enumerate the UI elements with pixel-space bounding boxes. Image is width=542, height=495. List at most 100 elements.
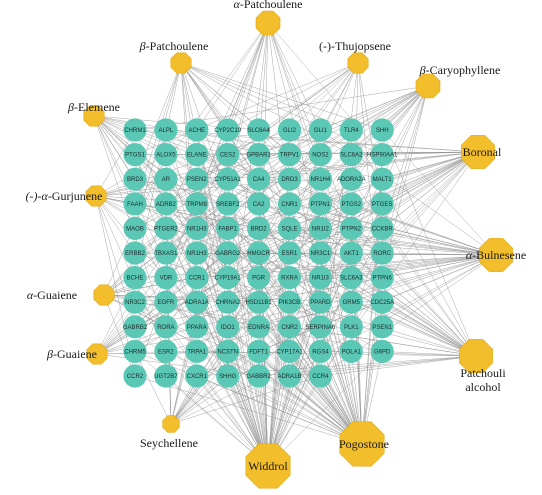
target-node-adra1b[interactable]: ADRA1B	[277, 364, 302, 388]
compound-node-boronal[interactable]: Boronal	[461, 135, 502, 169]
target-node-cdc25a[interactable]: CDC25A	[370, 290, 394, 314]
compound-node-gurjunene[interactable]: (-)-α-Gurjunene	[26, 185, 107, 207]
target-node-plk1[interactable]: PLK1	[339, 315, 363, 339]
target-node-shhg[interactable]: SHHG	[216, 364, 240, 388]
target-node-hsd11b1[interactable]: HSD11B1	[245, 290, 272, 314]
target-node-cyp2c19[interactable]: CYP2C19	[214, 118, 242, 142]
target-node-pgr[interactable]: PGR	[247, 266, 271, 290]
target-node-tlr4[interactable]: TLR4	[339, 118, 363, 142]
target-node-gli2[interactable]: GLI2	[277, 118, 302, 142]
target-node-alox5[interactable]: ALOX5	[154, 143, 178, 167]
target-node-cckbr[interactable]: CCKBR	[370, 216, 394, 240]
compound-node-elemene[interactable]: β-Elemene	[67, 100, 120, 127]
target-node-chrm5[interactable]: CHRM5	[123, 339, 147, 363]
target-node-elane[interactable]: ELANE	[185, 143, 209, 167]
compound-node-seychellene[interactable]: Seychellene	[140, 415, 198, 450]
target-node-slc6a3[interactable]: SLC6A3	[339, 266, 363, 290]
target-node-nr1h3[interactable]: NR1H3	[185, 216, 209, 240]
target-node-gli1[interactable]: GLI1	[308, 118, 332, 142]
target-node-gabrg2[interactable]: GABRG2	[215, 241, 241, 265]
target-node-ugt2b7[interactable]: UGT2B7	[154, 364, 178, 388]
target-node-ca2[interactable]: CA2	[247, 192, 271, 216]
target-node-ces2[interactable]: CES2	[216, 143, 240, 167]
target-node-ache[interactable]: ACHE	[185, 118, 209, 142]
target-node-ptgs1[interactable]: PTGS1	[123, 143, 147, 167]
target-node-ar[interactable]: AR	[154, 167, 178, 191]
target-node-ptpn6[interactable]: PTPN6	[370, 266, 394, 290]
target-node-serpina6[interactable]: SERPINA6	[306, 315, 336, 339]
target-node-g6pd[interactable]: G6PD	[370, 339, 394, 363]
target-node-esr2[interactable]: ESR2	[154, 339, 178, 363]
target-node-drd3[interactable]: DRD3	[277, 167, 302, 191]
target-node-ptpn1[interactable]: PTPN1	[308, 192, 332, 216]
compound-node-widdrol[interactable]: Widdrol	[245, 443, 291, 489]
target-node-rxra[interactable]: RXRA	[277, 266, 302, 290]
target-node-psen1[interactable]: PSEN1	[370, 315, 394, 339]
target-node-adora2a[interactable]: ADORA2A	[337, 167, 366, 191]
target-node-fdft1[interactable]: FDFT1	[247, 339, 271, 363]
target-node-gpbar1[interactable]: GPBAR1	[246, 143, 271, 167]
target-node-malt1[interactable]: MALT1	[370, 167, 394, 191]
target-node-cyp51a1[interactable]: CYP51A1	[215, 167, 242, 191]
target-node-cyp17a1[interactable]: CYP17A1	[276, 339, 303, 363]
target-node-gabrb2[interactable]: GABRB2	[123, 315, 148, 339]
target-node-fabp1[interactable]: FABP1	[216, 216, 240, 240]
target-node-ncstn[interactable]: NCSTN	[216, 339, 240, 363]
target-node-nr3c1[interactable]: NR3C1	[308, 241, 332, 265]
target-node-akt1[interactable]: AKT1	[339, 241, 363, 265]
target-node-nos2[interactable]: NOS2	[308, 143, 332, 167]
target-node-slc6a4[interactable]: SLC6A4	[247, 118, 270, 142]
target-node-trpm8[interactable]: TRPM8	[185, 192, 209, 216]
target-node-brd2[interactable]: BRD2	[247, 216, 271, 240]
target-node-ppara[interactable]: PPARA	[185, 315, 209, 339]
target-node-ccr2[interactable]: CCR2	[123, 364, 147, 388]
target-node-pola1[interactable]: POLA1	[339, 339, 363, 363]
compound-node-patchoulene-alpha[interactable]: α-Patchoulene	[234, 0, 303, 36]
target-node-ca4[interactable]: CA4	[247, 167, 271, 191]
target-node-adra1a[interactable]: ADRA1A	[185, 290, 209, 314]
target-node-cnr2[interactable]: CNR2	[277, 315, 302, 339]
target-node-ptpn2[interactable]: PTPN2	[339, 216, 363, 240]
target-node-nr1h4[interactable]: NR1H4	[308, 167, 332, 191]
compound-node-caryophyllene[interactable]: β-Caryophyllene	[415, 63, 500, 99]
compound-node-bulnesene[interactable]: α-Bulnesene	[466, 238, 526, 272]
target-node-erbb2[interactable]: ERBB2	[123, 241, 147, 265]
target-node-nr3c2[interactable]: NR3C2	[123, 290, 147, 314]
target-node-ptges[interactable]: PTGES	[370, 192, 394, 216]
target-node-cxcr1[interactable]: CXCR1	[185, 364, 209, 388]
target-node-ccr4[interactable]: CCR4	[308, 364, 332, 388]
target-node-ptger2[interactable]: PTGER2	[154, 216, 179, 240]
target-node-rorc[interactable]: RORC	[370, 241, 394, 265]
target-node-tbxas1[interactable]: TBXAS1	[154, 241, 178, 265]
target-node-ppard[interactable]: PPARD	[308, 290, 332, 314]
target-node-vdr[interactable]: VDR	[154, 266, 178, 290]
target-node-grm5[interactable]: GRM5	[339, 290, 363, 314]
target-node-maob[interactable]: MAOB	[123, 216, 147, 240]
target-node-sqle[interactable]: SQLE	[277, 216, 302, 240]
target-node-egfr[interactable]: EGFR	[154, 290, 178, 314]
target-node-nr1i3[interactable]: NR1I3	[308, 266, 332, 290]
target-node-slc6a2[interactable]: SLC6A2	[339, 143, 363, 167]
compound-node-guaiene-beta[interactable]: β-Guaiene	[46, 343, 108, 365]
compound-node-thujopsene[interactable]: (-)-Thujopsene	[319, 39, 391, 74]
target-node-hsp90aa1[interactable]: HSP90AA1	[367, 143, 398, 167]
target-node-gabbr2[interactable]: GABBR2	[246, 364, 271, 388]
target-node-brd3[interactable]: BRD3	[123, 167, 147, 191]
target-node-ptgs2[interactable]: PTGS2	[339, 192, 363, 216]
target-node-pik3cb[interactable]: PIK3CB	[277, 290, 302, 314]
target-node-psen2[interactable]: PSEN2	[185, 167, 209, 191]
target-node-trpv1[interactable]: TRPV1	[277, 143, 302, 167]
target-node-shh[interactable]: SHH	[370, 118, 394, 142]
target-node-esr1[interactable]: ESR1	[277, 241, 302, 265]
target-node-cnr1[interactable]: CNR1	[277, 192, 302, 216]
compound-node-pogostone[interactable]: Pogostone	[339, 421, 389, 467]
target-node-hmgcr[interactable]: HMGCR	[247, 241, 271, 265]
target-node-ido1[interactable]: IDO1	[216, 315, 240, 339]
target-node-trpa1[interactable]: TRPA1	[185, 339, 209, 363]
target-node-nr1i2[interactable]: NR1I2	[308, 216, 332, 240]
target-node-alpl[interactable]: ALPL	[154, 118, 178, 142]
target-node-adrb2[interactable]: ADRB2	[154, 192, 178, 216]
target-node-chrna2[interactable]: CHRNA2	[215, 290, 241, 314]
target-node-rgs4[interactable]: RGS4	[308, 339, 332, 363]
